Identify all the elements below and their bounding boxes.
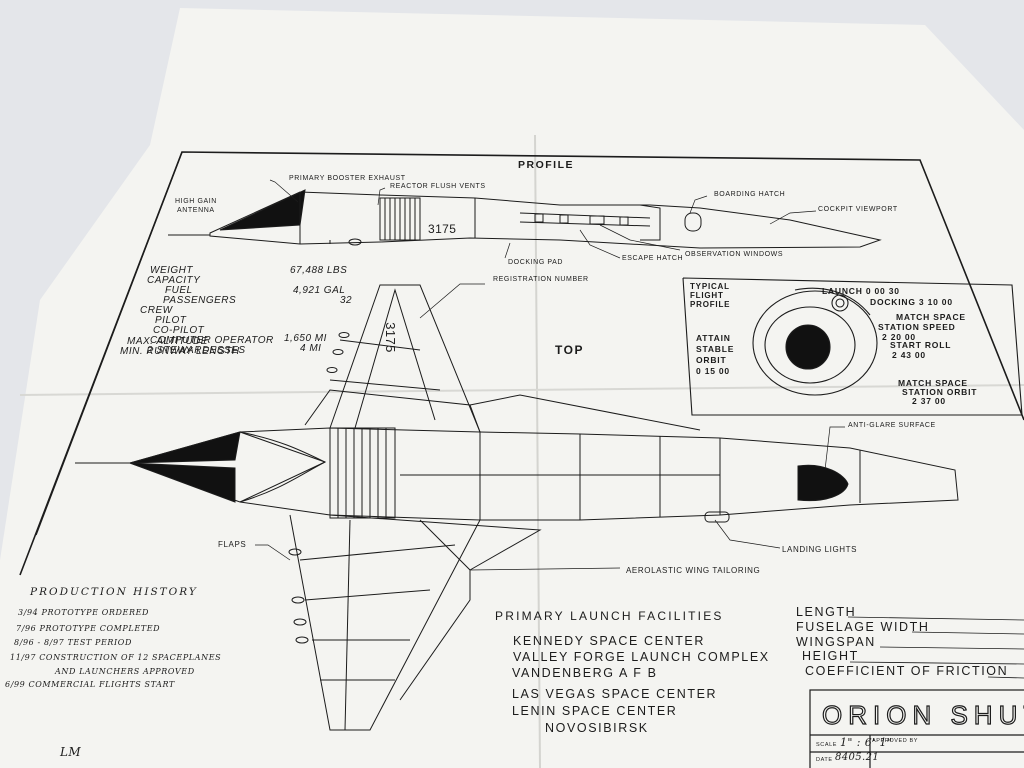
production-item: 3/94 PROTOTYPE ORDERED [18, 608, 150, 617]
fp-attain-3: ORBIT [696, 355, 727, 365]
flight-profile-title-3: PROFILE [690, 300, 731, 309]
spec-crew-computer-operator: COMPUTER OPERATOR [150, 335, 274, 346]
spec-passengers-value: 32 [340, 295, 353, 306]
title-block-scale-value: 1" : 6' 1" [840, 736, 893, 749]
spec-passengers-label: PASSENGERS [163, 295, 237, 306]
spec-fuel-label: FUEL [165, 285, 193, 296]
production-item: 7/96 PROTOTYPE COMPLETED [16, 624, 161, 633]
fp-launch: LAUNCH 0 00 30 [822, 286, 900, 296]
spec-min-runway-label: MIN. RUNWAY LENGTH [120, 346, 240, 357]
production-item: AND LAUNCHERS APPROVED [55, 667, 195, 676]
callout-high-gain-2: ANTENNA [177, 207, 215, 214]
title-block-frame [809, 689, 1024, 768]
registration-profile: 3175 [428, 222, 457, 236]
spec-capacity-label: CAPACITY [147, 275, 201, 286]
title-block-scale-label: SCALE [816, 742, 838, 748]
drafter-initials: LM [60, 745, 82, 759]
top-view [75, 284, 959, 731]
callout-registration-number: REGISTRATION NUMBER [493, 276, 589, 283]
launch-facility-item: KENNEDY SPACE CENTER [513, 634, 705, 648]
dimension-fuselage-width: FUSELAGE WIDTH [796, 620, 930, 634]
dimension-coefficient-of-friction: COEFFICIENT OF FRICTION [805, 664, 1009, 678]
flight-profile-title-1: TYPICAL [690, 282, 730, 291]
spec-max-altitude-value: 1,650 MI [284, 333, 327, 344]
spec-fuel-value: 4,921 GAL [293, 285, 346, 296]
spec-crew-label: CREW [140, 305, 173, 316]
launch-facility-item: VALLEY FORGE LAUNCH COMPLEX [513, 650, 770, 664]
dimension-wingspan: WINGSPAN [796, 635, 876, 649]
callout-landing-lights: LANDING LIGHTS [782, 545, 858, 554]
launch-facility-item: NOVOSIBIRSK [545, 721, 649, 735]
callout-boarding-hatch: BOARDING HATCH [714, 191, 786, 198]
production-history-title: PRODUCTION HISTORY [30, 586, 198, 598]
fp-start-roll-2: 2 43 00 [892, 350, 926, 360]
title-block-approved-label: APPROVED BY [872, 738, 919, 744]
callout-flaps: FLAPS [218, 540, 247, 549]
flight-profile-title-2: FLIGHT [690, 291, 724, 300]
spec-crew-pilot: PILOT [155, 315, 187, 326]
dimension-length: LENGTH [796, 605, 857, 619]
registration-top: 3175 [382, 322, 398, 353]
callout-escape-hatch: ESCAPE HATCH [622, 255, 684, 262]
fp-match-orbit-2: STATION ORBIT [902, 387, 978, 397]
launch-facility-item: LAS VEGAS SPACE CENTER [512, 687, 718, 701]
blueprint-sheet [0, 8, 1024, 768]
profile-title: PROFILE [518, 159, 575, 171]
flight-profile-diagram [682, 277, 1023, 416]
launch-facility-item: LENIN SPACE CENTER [512, 704, 678, 718]
production-item: 6/99 COMMERCIAL FLIGHTS START [5, 680, 175, 689]
title-block-date-label: DATE [816, 757, 833, 763]
title-block-name: ORION SHUT [821, 699, 1024, 730]
callout-cockpit-viewport: COCKPIT VIEWPORT [818, 206, 898, 213]
fp-attain-4: 0 15 00 [696, 366, 730, 376]
title-block-date-value: 8405.21 [835, 752, 880, 763]
fp-match-speed-1: MATCH SPACE [896, 312, 966, 322]
top-title: TOP [555, 343, 584, 357]
spec-weight-value: 67,488 LBS [290, 265, 348, 276]
spec-max-altitude-label: MAX. ALTITUDE [127, 336, 208, 347]
callout-primary-booster-exhaust: PRIMARY BOOSTER EXHAUST [289, 175, 406, 182]
fp-attain-2: STABLE [696, 344, 735, 354]
callout-anti-glare-surface: ANTI-GLARE SURFACE [848, 422, 936, 429]
profile-view [168, 189, 882, 249]
dimension-height: HEIGHT [802, 649, 859, 663]
fp-match-orbit-1: MATCH SPACE [898, 378, 968, 388]
fp-match-speed-3: 2 20 00 [882, 332, 916, 342]
callout-aerolastic-wing-tailoring: AEROLASTIC WING TAILORING [626, 566, 761, 575]
production-item: 11/97 CONSTRUCTION OF 12 SPACEPLANES [10, 653, 222, 662]
callout-docking-pad: DOCKING PAD [508, 259, 564, 266]
callout-observation-windows: OBSERVATION WINDOWS [685, 251, 784, 258]
fp-start-roll-1: START ROLL [890, 340, 952, 350]
spec-weight-label: WEIGHT [150, 265, 193, 276]
fp-match-speed-2: STATION SPEED [878, 322, 956, 332]
fp-attain-1: ATTAIN [696, 333, 731, 343]
fp-match-orbit-3: 2 37 00 [912, 396, 946, 406]
callout-reactor-flush-vents: REACTOR FLUSH VENTS [390, 183, 486, 190]
spec-min-runway-value: 4 MI [300, 343, 322, 354]
launch-facilities-title: PRIMARY LAUNCH FACILITIES [495, 609, 724, 623]
spec-crew-stewardesses: 2 STEWARDESSES [147, 345, 246, 356]
callout-high-gain-1: HIGH GAIN [175, 198, 217, 205]
launch-facility-item: VANDENBERG A F B [512, 666, 658, 680]
spec-crew-copilot: CO-PILOT [153, 325, 205, 336]
fp-docking: DOCKING 3 10 00 [870, 297, 953, 307]
production-item: 8/96 - 8/97 TEST PERIOD [14, 638, 132, 647]
